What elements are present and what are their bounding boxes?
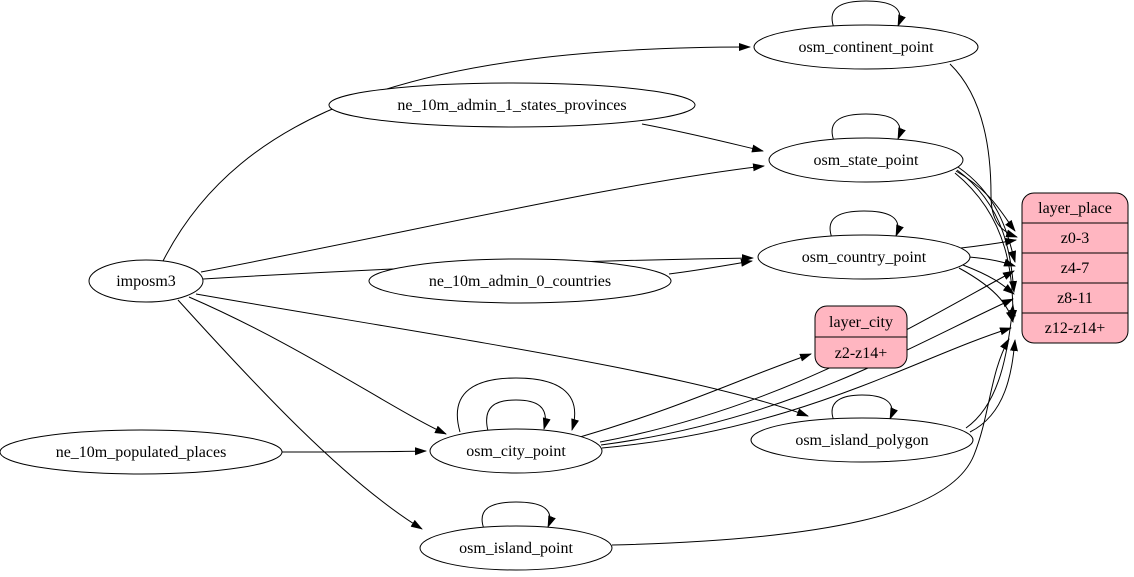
edge-osm_state_point-z4-7 — [957, 166, 1017, 263]
edge-osm_city_point-layer_city — [579, 353, 812, 438]
node-layer_city: layer_city z2-z14+ — [814, 305, 908, 369]
node-osm_country_point-shape — [757, 234, 971, 280]
edge-osm_city_point-z8-11 — [600, 298, 1014, 446]
edge-imposm3-osm_state_point — [200, 163, 765, 273]
node-osm_state_point-label: osm_state_point — [814, 152, 919, 169]
edge-osm_city_point-z12-z14 — [601, 327, 1012, 449]
node-imposm3-label: imposm3 — [116, 273, 176, 290]
node-osm_island_point-label: osm_island_point — [459, 540, 573, 557]
edge-osm_country_point-z8-11 — [962, 264, 1015, 295]
layer_place-row-z0-3: z0-3 — [1061, 230, 1089, 247]
selfloop-inner-osm_city_point — [486, 399, 551, 432]
node-osm_continent_point-label: osm_continent_point — [798, 39, 934, 56]
selfloop-osm_continent_point — [831, 0, 906, 29]
layer_city-row-z2-z14: z2-z14+ — [835, 345, 888, 362]
selfloop-osm_country_point — [829, 210, 904, 239]
node-osm_city_point-label: osm_city_point — [466, 443, 566, 460]
edge-ne_10m_admin_0_countries-osm_country_point — [668, 258, 753, 275]
edge-ne_10m_populated_places-osm_city_point — [281, 447, 427, 456]
edge-osm_state_point-z0-3 — [955, 170, 1016, 232]
node-ne_10m_admin_0_countries-label: ne_10m_admin_0_countries — [429, 273, 611, 290]
node-ne_10m_populated_places-label: ne_10m_populated_places — [56, 444, 227, 461]
node-osm_continent_point: osm_continent_point — [753, 24, 979, 70]
node-osm_country_point: osm_country_point — [757, 234, 971, 280]
selfloop-outer-osm_city_point — [456, 377, 579, 433]
node-imposm3-shape — [88, 259, 204, 303]
node-ne_10m_populated_places-shape — [0, 429, 283, 475]
node-ne_10m_admin_1_states_provinces-label: ne_10m_admin_1_states_provinces — [397, 97, 626, 114]
edge-imposm3-osm_city_point — [188, 296, 447, 435]
selfloop-osm_state_point — [831, 113, 906, 142]
edge-osm_island_point-z12-z14 — [611, 338, 1010, 546]
node-ne_10m_admin_1_states_provinces: ne_10m_admin_1_states_provinces — [328, 82, 696, 128]
node-osm_island_polygon-shape — [750, 417, 974, 463]
node-osm_island_point-shape — [419, 525, 613, 571]
selfloop-osm_island_polygon — [831, 394, 898, 422]
layer_place-title: layer_place — [1038, 200, 1112, 217]
node-ne_10m_admin_0_countries-shape — [368, 258, 672, 304]
node-osm_island_point: osm_island_point — [419, 525, 613, 571]
layer_place-row-z8-11: z8-11 — [1057, 290, 1093, 307]
layer_place-row-z4-7: z4-7 — [1061, 260, 1089, 277]
node-osm_state_point-shape — [768, 137, 964, 183]
edge-osm_island_polygon-z12-z14 — [969, 339, 1018, 433]
edge-imposm3-osm_island_polygon — [195, 293, 809, 417]
node-osm_continent_point-shape — [753, 24, 979, 70]
node-ne_10m_admin_0_countries: ne_10m_admin_0_countries — [368, 258, 672, 304]
node-layer_place-shape — [1021, 192, 1129, 344]
layer_place-row-z12-z14: z12-z14+ — [1045, 320, 1106, 337]
node-ne_10m_populated_places: ne_10m_populated_places — [0, 429, 283, 475]
node-osm_city_point: osm_city_point — [429, 428, 603, 474]
node-layer_place: layer_place z0-3 z4-7 z8-11 z12-z14+ — [1021, 192, 1129, 344]
node-osm_island_polygon-label: osm_island_polygon — [795, 432, 928, 449]
edge-osm_country_point-z0-3 — [960, 237, 1017, 249]
edge-osm_country_point-z4-7 — [968, 256, 1016, 267]
edge-osm_continent_point-z0-3 — [949, 63, 1018, 238]
edge-osm_island_polygon-z8-11 — [965, 304, 1016, 429]
edge-osm_city_point-z4-7 — [599, 270, 1015, 443]
edge-imposm3-osm_island_point — [177, 299, 423, 530]
edge-imposm3-osm_continent_point — [162, 43, 751, 262]
node-osm_island_polygon: osm_island_polygon — [750, 417, 974, 463]
node-imposm3: imposm3 — [88, 259, 204, 303]
node-osm_country_point-label: osm_country_point — [802, 249, 927, 266]
edge-ne_10m_admin_1_states_provinces-osm_state_point — [641, 123, 764, 153]
node-ne_10m_admin_1_states_provinces-shape — [328, 82, 696, 128]
edge-group — [162, 0, 1018, 546]
node-osm_state_point: osm_state_point — [768, 137, 964, 183]
layer_city-title: layer_city — [829, 314, 893, 331]
selfloop-osm_island_point — [481, 501, 556, 530]
node-osm_city_point-shape — [429, 428, 603, 474]
